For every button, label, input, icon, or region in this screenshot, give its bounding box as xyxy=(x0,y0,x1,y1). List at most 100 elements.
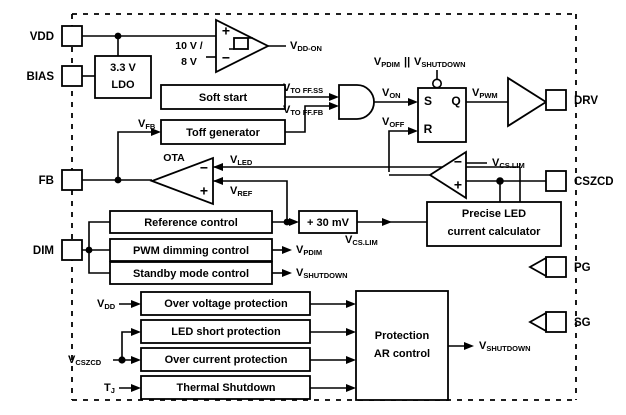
toff-generator-label: Toff generator xyxy=(186,127,260,139)
cs-comp-plus-input-sign: + xyxy=(454,177,462,193)
junction-vref-node xyxy=(283,218,291,226)
latch-r-label: R xyxy=(424,122,433,136)
signal-v-dd-prot-base: V xyxy=(97,298,105,310)
arrow-arctrl-in3 xyxy=(346,356,356,364)
ldo-block[interactable] xyxy=(94,55,152,99)
cs-comp-minus-input-sign: − xyxy=(454,154,462,170)
signal-v-to-ff-fb-sub: TO FF.FB xyxy=(290,108,323,117)
signal-v-cszcd-prot-sub: CSZCD xyxy=(75,358,101,367)
protection-ar-control-block[interactable] xyxy=(355,290,449,401)
and-gate[interactable] xyxy=(338,84,375,120)
pin-box-vdd[interactable] xyxy=(61,25,83,47)
signal-v-shutdown-top: VSHUTDOWN xyxy=(414,56,466,69)
pin-label-bias: BIAS xyxy=(27,71,55,83)
pin-box-sg[interactable] xyxy=(545,311,567,333)
reference-control-label: Reference control xyxy=(144,217,238,229)
pin-box-fb[interactable] xyxy=(61,169,83,191)
precise-calc-label-line1: Precise LED xyxy=(462,208,526,220)
arrow-and-in1 xyxy=(329,93,339,101)
signal-v-off-base: V xyxy=(382,116,390,128)
signal-v-fb-sub: FB xyxy=(145,122,156,131)
signal-v-to-ff-ss-base: V xyxy=(283,82,291,94)
sr-latch[interactable] xyxy=(417,87,467,143)
pin-label-dim: DIM xyxy=(33,245,54,257)
signal-v-ref-sub: REF xyxy=(237,189,252,198)
signal-v-pwm-base: V xyxy=(472,87,480,99)
pin-box-drv[interactable] xyxy=(545,89,567,111)
pin-box-pg[interactable] xyxy=(545,256,567,278)
sg-input-arrow-icon xyxy=(528,311,547,333)
pin-box-bias[interactable] xyxy=(61,65,83,87)
uvlo-threshold-line1: 10 V / xyxy=(175,40,203,52)
latch-inverted-input-bubble-icon xyxy=(431,78,442,89)
signal-v-pdim-top-sub: PDIM xyxy=(381,60,400,69)
junction-fb xyxy=(114,176,122,184)
signal-v-pwm: VPWM xyxy=(472,87,498,100)
uvlo-threshold-line2: 8 V xyxy=(181,56,197,68)
ota-minus-input-sign: − xyxy=(200,160,208,176)
ota-label: OTA xyxy=(163,152,185,164)
signal-v-pdim-out: VPDIM xyxy=(296,244,322,257)
standby-mode-control-label: Standby mode control xyxy=(133,268,249,280)
arrow-arctrl-in1 xyxy=(346,300,356,308)
signal-v-shutdown-prot-sub: SHUTDOWN xyxy=(486,344,530,353)
signal-v-dd-prot: VDD xyxy=(97,298,116,311)
pin-label-sg: SG xyxy=(574,317,591,329)
signal-v-pdim-out-base: V xyxy=(296,244,304,256)
signal-v-on-base: V xyxy=(382,87,390,99)
cs-comparator[interactable] xyxy=(428,150,467,200)
signal-v-to-ff-fb: VTO FF.FB xyxy=(283,104,324,117)
offset-label: + 30 mV xyxy=(307,217,350,229)
latch-q-label: Q xyxy=(451,94,460,108)
signal-v-shutdown-prot: VSHUTDOWN xyxy=(479,340,531,353)
wire-v-off-to-latch-r xyxy=(388,130,414,172)
precise-led-current-calculator-block[interactable] xyxy=(426,201,562,247)
signal-v-ref-base: V xyxy=(230,185,238,197)
signal-tj-sub: J xyxy=(111,386,115,395)
arrow-standby-out xyxy=(282,269,292,277)
signal-v-cs-lim-right-sub: CS.LIM xyxy=(499,161,524,170)
soft-start-label: Soft start xyxy=(199,92,248,104)
arrow-arctrl-in2 xyxy=(346,328,356,336)
over-voltage-protection-label: Over voltage protection xyxy=(164,298,288,310)
arrow-pwmdim-out xyxy=(282,246,292,254)
arrow-ovp-in xyxy=(131,300,141,308)
arrow-latch-s-in xyxy=(408,98,418,106)
arrow-and-in2 xyxy=(329,102,339,110)
pin-box-dim[interactable] xyxy=(61,239,83,261)
signal-v-fb: VFB xyxy=(138,118,156,131)
signal-v-shutdown-top-base: V xyxy=(414,56,422,68)
arrow-ledshort-in xyxy=(131,328,141,336)
signal-v-to-ff-ss-sub: TO FF.SS xyxy=(290,86,323,95)
precise-calc-label-line2: current calculator xyxy=(448,226,542,238)
signal-v-led-sub: LED xyxy=(237,158,253,167)
drv-buffer[interactable] xyxy=(507,76,548,128)
arrow-vref xyxy=(213,177,223,185)
pin-label-drv: DRV xyxy=(574,95,598,107)
signal-v-pdim-top: VPDIM xyxy=(374,56,400,69)
arrow-ocp-in xyxy=(131,356,141,364)
signal-v-ref: VREF xyxy=(230,185,253,198)
pin-label-vdd: VDD xyxy=(30,31,54,43)
arrow-arctrl-out xyxy=(464,342,474,350)
hysteresis-symbol-leads xyxy=(229,37,253,50)
arrow-vled xyxy=(213,163,223,171)
pin-box-cszcd[interactable] xyxy=(545,170,567,192)
signal-v-cszcd-prot-base: V xyxy=(68,354,76,366)
led-short-protection-label: LED short protection xyxy=(171,326,281,338)
signal-v-shutdown-out-sub: SHUTDOWN xyxy=(303,271,347,280)
pwm-dimming-control-label: PWM dimming control xyxy=(133,245,249,257)
signal-tj-base: T xyxy=(104,382,111,394)
hysteresis-symbol-icon xyxy=(233,37,249,50)
signal-v-pdim-top-base: V xyxy=(374,56,382,68)
signal-v-cs-lim-mid: VCS.LIM xyxy=(345,234,378,247)
signal-v-shutdown-out-base: V xyxy=(296,267,304,279)
thermal-shutdown-label: Thermal Shutdown xyxy=(177,382,276,394)
signal-v-off-sub: OFF xyxy=(389,120,404,129)
toff-generator-block[interactable] xyxy=(160,119,286,145)
latch-s-label: S xyxy=(424,94,432,108)
signal-v-off: VOFF xyxy=(382,116,405,129)
signal-v-cs-lim-mid-sub: CS.LIM xyxy=(352,238,377,247)
pin-label-cszcd: CSZCD xyxy=(574,176,614,188)
